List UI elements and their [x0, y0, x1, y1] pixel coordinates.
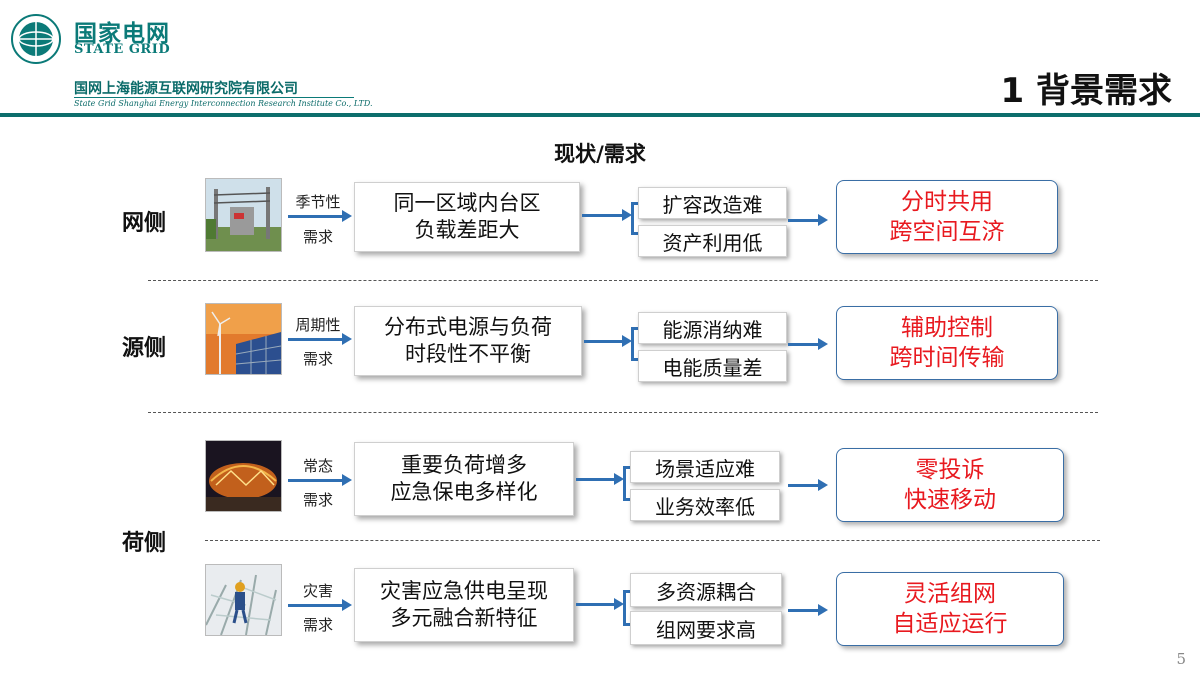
problem-box: 多资源耦合 [630, 573, 782, 607]
status-line: 负载差距大 [414, 218, 520, 242]
problem-box: 场景适应难 [630, 451, 780, 483]
demand-tag-label: 需求 [302, 228, 333, 246]
bracket-bar [623, 623, 631, 626]
separator-dashed [148, 412, 1098, 413]
separator-dashed [148, 280, 1098, 281]
arrow-line [788, 343, 820, 346]
status-line: 应急保电多样化 [390, 480, 538, 504]
arrow-head [342, 474, 352, 486]
problem-box: 资产利用低 [638, 225, 787, 257]
arrow-head [818, 214, 828, 226]
solution-box: 零投诉 快速移动 [836, 448, 1064, 522]
arrow-line [288, 338, 344, 341]
arrow-head [342, 333, 352, 345]
separator-dashed [205, 540, 1100, 541]
arrow-head [622, 209, 632, 221]
demand-tag-type: 季节性 [295, 193, 341, 211]
wind-solar-photo [205, 303, 282, 375]
bracket-bar [631, 358, 639, 361]
arrow-line [288, 479, 344, 482]
arrow-line [788, 219, 820, 222]
bracket [631, 202, 634, 234]
bracket-bar [631, 327, 639, 330]
logo-english-name: STATE GRID [74, 42, 171, 57]
demand-tag-label: 需求 [302, 616, 333, 634]
solution-line: 自适应运行 [892, 611, 1008, 637]
repair-worker-photo [205, 564, 282, 636]
status-box: 同一区域内台区 负载差距大 [354, 182, 580, 252]
solution-line: 跨时间传输 [889, 345, 1005, 371]
arrow-head [614, 473, 624, 485]
arrow-line [288, 215, 344, 218]
arrow-line [582, 214, 624, 217]
status-line: 分布式电源与负荷 [384, 315, 552, 339]
status-line: 灾害应急供电呈现 [380, 579, 548, 603]
arrow-head [622, 335, 632, 347]
arrow-head [818, 338, 828, 350]
bracket [623, 590, 626, 625]
solution-line: 辅助控制 [901, 315, 993, 341]
status-line: 时段性不平衡 [405, 342, 531, 366]
substation-photo [205, 178, 282, 252]
group-label-grid: 网侧 [122, 211, 167, 236]
bracket-bar [623, 466, 631, 469]
demand-tag-label: 需求 [302, 491, 333, 509]
section-title: 现状/需求 [554, 142, 646, 166]
solution-line: 零投诉 [915, 457, 985, 483]
arrow-line [788, 609, 820, 612]
institute-name-cn: 国网上海能源互联网研究院有限公司 [74, 81, 298, 97]
problem-box: 电能质量差 [638, 350, 787, 382]
solution-line: 跨空间互济 [889, 219, 1005, 245]
demand-tag-label: 需求 [302, 350, 333, 368]
header-divider [0, 113, 1200, 117]
institute-name-en: State Grid Shanghai Energy Interconnecti… [74, 99, 373, 108]
page-number: 5 [1176, 650, 1186, 668]
bracket [623, 466, 626, 500]
solution-box: 分时共用 跨空间互济 [836, 180, 1058, 254]
arrow-head [342, 210, 352, 222]
status-line: 重要负荷增多 [401, 453, 527, 477]
bracket-bar [623, 590, 631, 593]
problem-box: 业务效率低 [630, 489, 780, 521]
bracket-bar [623, 498, 631, 501]
arrow-line [788, 484, 820, 487]
state-grid-logo [10, 13, 62, 65]
solution-box: 辅助控制 跨时间传输 [836, 306, 1058, 380]
solution-line: 灵活组网 [904, 581, 996, 607]
arrow-head [614, 598, 624, 610]
status-box: 灾害应急供电呈现 多元融合新特征 [354, 568, 574, 642]
arrow-line [576, 603, 616, 606]
group-label-load: 荷侧 [122, 531, 167, 556]
arrow-line [288, 604, 344, 607]
arrow-head [342, 599, 352, 611]
bracket-bar [631, 232, 639, 235]
bracket [631, 327, 634, 360]
arrow-line [584, 340, 624, 343]
status-line: 多元融合新特征 [390, 606, 538, 630]
demand-tag-type: 常态 [302, 457, 333, 475]
demand-tag-type: 灾害 [302, 582, 333, 600]
arrow-head [818, 479, 828, 491]
demand-tag: 季节性 [288, 192, 348, 212]
problem-box: 组网要求高 [630, 611, 782, 645]
group-label-source: 源侧 [122, 336, 167, 361]
arrow-line [576, 478, 616, 481]
stadium-photo [205, 440, 282, 512]
institute-underline [74, 97, 354, 98]
problem-box: 能源消纳难 [638, 312, 787, 344]
status-box: 重要负荷增多 应急保电多样化 [354, 442, 574, 516]
solution-box: 灵活组网 自适应运行 [836, 572, 1064, 646]
solution-line: 快速移动 [904, 487, 996, 513]
status-box: 分布式电源与负荷 时段性不平衡 [354, 306, 582, 376]
solution-line: 分时共用 [901, 189, 993, 215]
arrow-head [818, 604, 828, 616]
logo-chinese-name: 国家电网 [74, 21, 170, 47]
status-line: 同一区域内台区 [393, 191, 541, 215]
bracket-bar [631, 202, 639, 205]
page-title: 1 背景需求 [1000, 71, 1173, 111]
problem-box: 扩容改造难 [638, 187, 787, 219]
demand-tag-type: 周期性 [295, 316, 341, 334]
